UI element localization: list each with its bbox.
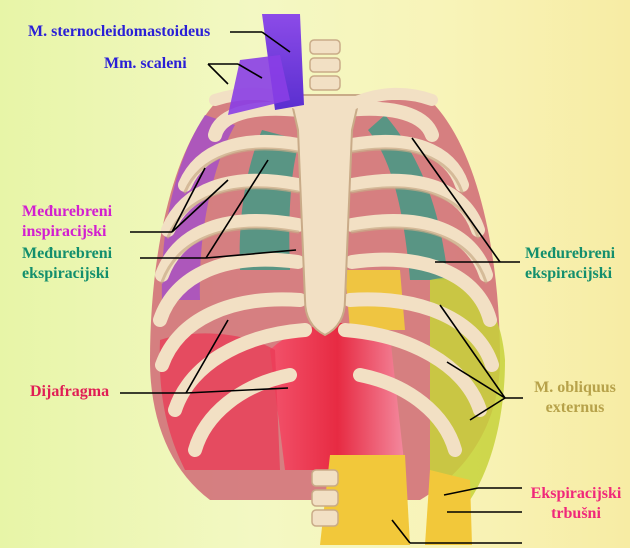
label-intercostal-expiratory-right: Međurebreni ekspiracijski bbox=[525, 244, 615, 284]
label-intercostal-expiratory-right-line2: ekspiracijski bbox=[525, 264, 615, 284]
label-expiratory-abdominal: Ekspiracijski trbušni bbox=[526, 484, 626, 524]
label-intercostal-inspiratory: Međurebreni inspiracijski bbox=[22, 202, 112, 242]
diaphragm-muscle bbox=[270, 323, 405, 470]
label-intercostal-expiratory-left: Međurebreni ekspiracijski bbox=[22, 244, 112, 284]
label-intercostal-inspiratory-line1: Međurebreni bbox=[22, 202, 112, 222]
label-intercostal-expiratory-right-line1: Međurebreni bbox=[525, 244, 615, 264]
label-scaleni: Mm. scaleni bbox=[104, 54, 187, 74]
label-obliquus-line1: M. obliquus bbox=[526, 378, 624, 398]
abdominal-muscle-right bbox=[425, 470, 472, 545]
label-expiratory-abdominal-line1: Ekspiracijski bbox=[526, 484, 626, 504]
label-intercostal-inspiratory-line2: inspiracijski bbox=[22, 222, 112, 242]
label-expiratory-abdominal-line2: trbušni bbox=[526, 504, 626, 524]
label-obliquus-line2: externus bbox=[526, 398, 624, 418]
label-intercostal-expiratory-left-line2: ekspiracijski bbox=[22, 264, 112, 284]
label-obliquus-externus: M. obliquus externus bbox=[526, 378, 624, 418]
label-sternocleidomastoideus: M. sternocleidomastoideus bbox=[28, 22, 210, 42]
label-dijafragma: Dijafragma bbox=[30, 382, 109, 402]
label-intercostal-expiratory-left-line1: Međurebreni bbox=[22, 244, 112, 264]
